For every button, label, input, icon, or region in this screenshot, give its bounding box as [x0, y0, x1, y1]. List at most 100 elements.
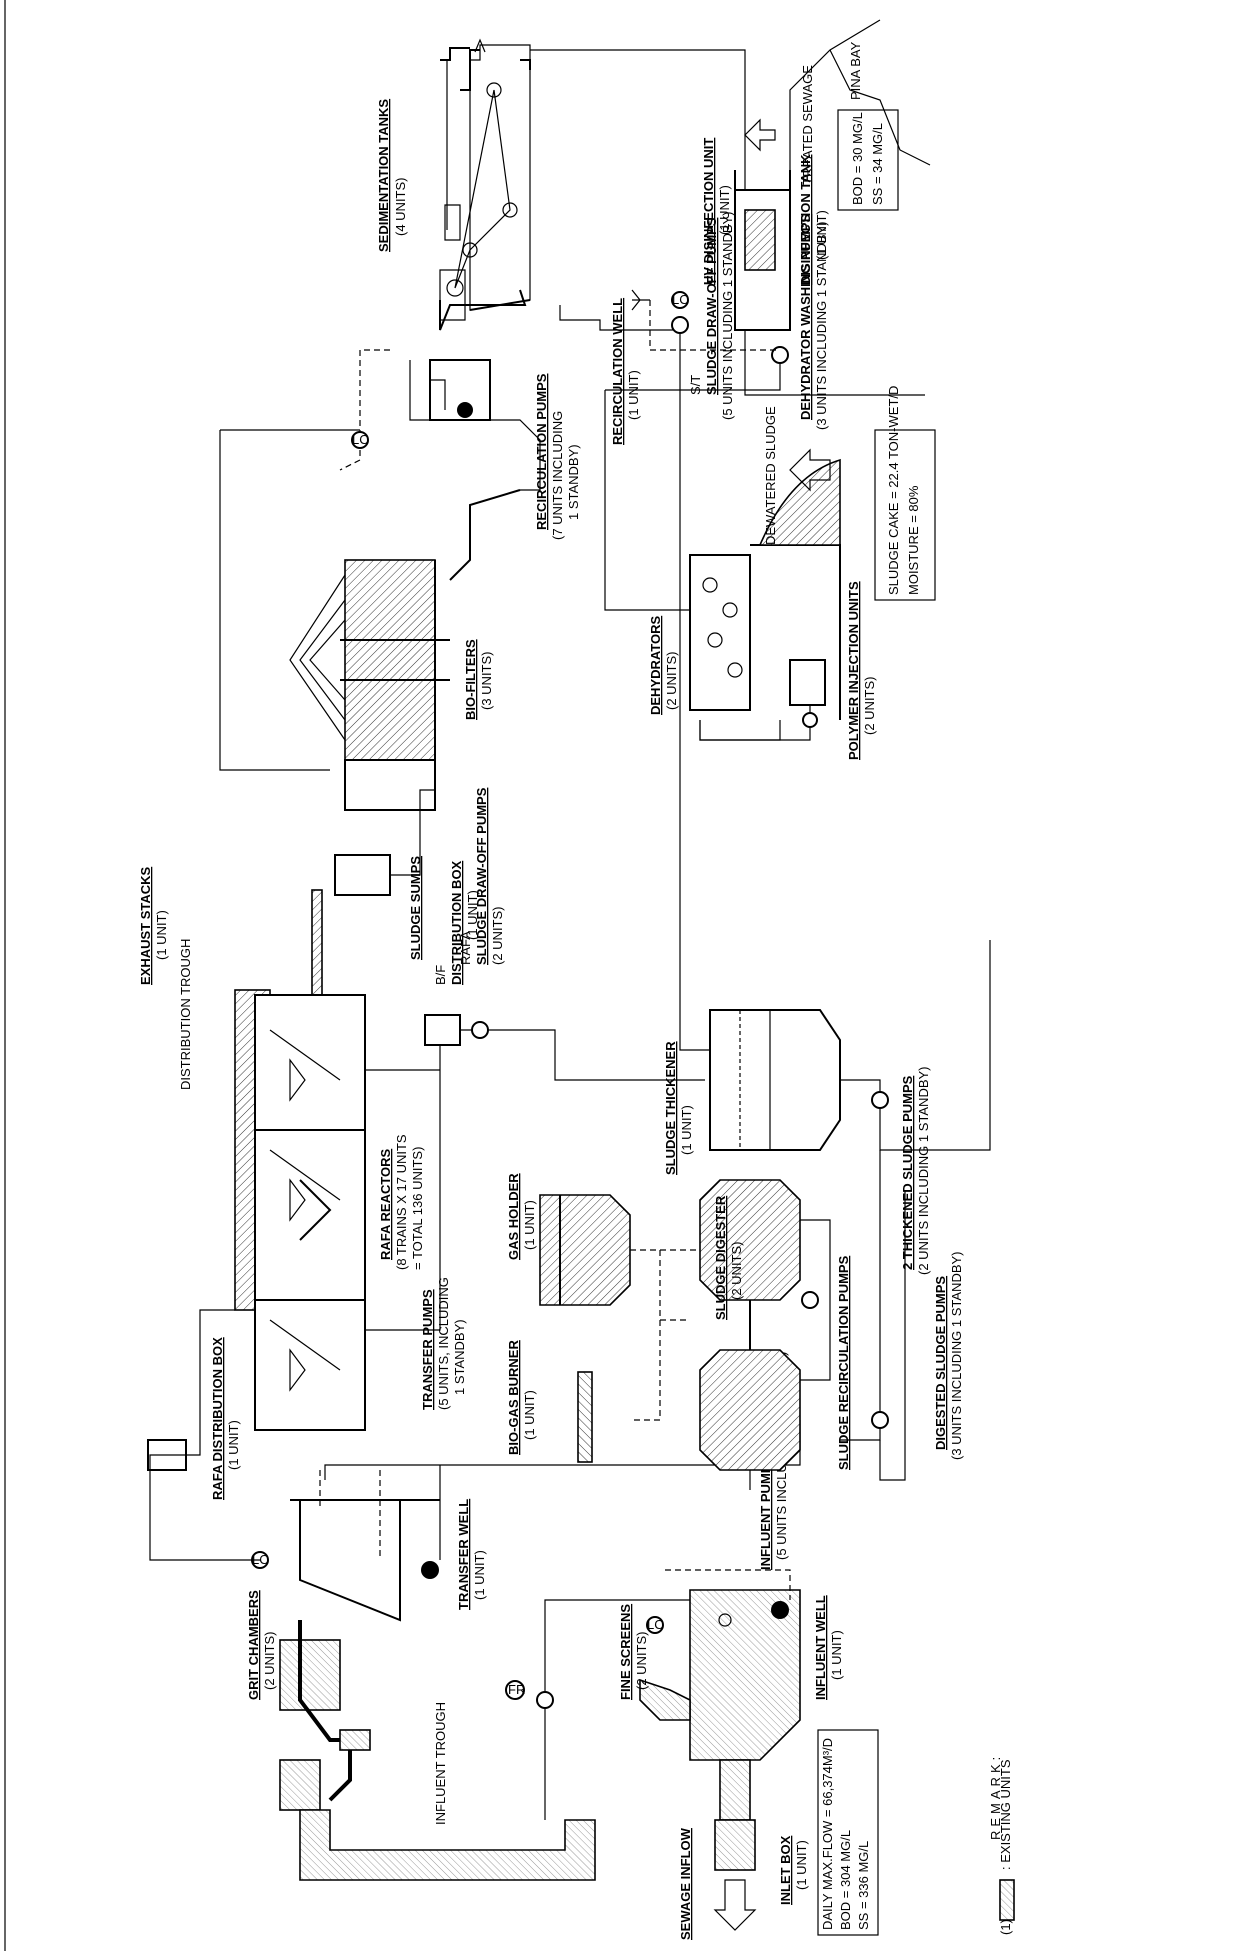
- bod-out-label: BOD = 30 MG/L: [850, 112, 865, 205]
- grit-chambers-units: (2 UNITS): [262, 1632, 277, 1691]
- sludge-cake-box: [875, 430, 935, 600]
- fr-tag: FR: [508, 1682, 525, 1697]
- st-sludge-pumps-units: (5 UNITS INCLUDING 1 STANDBY): [720, 211, 735, 420]
- fine-screens-units: (2 UNITS): [634, 1632, 649, 1691]
- inlet-box-body: [715, 1820, 755, 1870]
- bf-tag: B/F: [433, 965, 448, 985]
- gas-line: [630, 1250, 660, 1420]
- influent-trough-label: INFLUENT TROUGH: [433, 1702, 448, 1825]
- recirc-return-line: [220, 430, 360, 770]
- sedimentation-tanks-label: SEDIMENTATION TANKS: [376, 99, 391, 252]
- existing-units-swatch: [1000, 1880, 1014, 1920]
- thickened-pumps-label: 2 THICKENED SLUDGE PUMPS: [900, 1075, 915, 1270]
- uv-unit-label: UV DISINFECTION UNIT: [701, 138, 716, 285]
- transfer-pumps-units: (5 UNITS, INCLUDING: [436, 1277, 451, 1410]
- polymer-tank: [790, 660, 825, 705]
- recirculation-well: [410, 360, 540, 580]
- bf-distribution-box-label: DISTRIBUTION BOX: [449, 860, 464, 985]
- sludge-sump: [425, 1015, 460, 1045]
- thickened-pumps-units: (2 UNITS INCLUDING 1 STANDBY): [916, 1066, 931, 1275]
- influent-well: [690, 1590, 800, 1760]
- sludge-recirc-pump-symbol: [802, 1292, 818, 1308]
- bio-gas-burner-body: [578, 1372, 592, 1462]
- influent-well-label: INFLUENT WELL: [813, 1595, 828, 1700]
- bio-filters: [290, 560, 450, 810]
- sludge-digester-label: SLUDGE DIGESTER: [713, 1195, 728, 1320]
- gas-holder: [540, 1195, 630, 1305]
- polymer-units-units: (2 UNITS): [862, 677, 877, 736]
- sludge-recirc-pumps-label: SLUDGE RECIRCULATION PUMPS: [836, 1255, 851, 1470]
- transfer-pumps-units-2: 1 STANDBY): [452, 1319, 467, 1395]
- exhaust-stacks-units: (1 UNIT): [154, 910, 169, 960]
- grit-chambers-label: GRIT CHAMBERS: [246, 1590, 261, 1700]
- bod-in-label: BOD = 304 MG/L: [838, 1830, 853, 1930]
- bf-distribution-box: [335, 855, 390, 895]
- sewage-inflow-label: SEWAGE INFLOW: [678, 1827, 693, 1940]
- biogas-burner-units: (1 UNIT): [522, 1390, 537, 1440]
- remark-text: : EXISTING UNITS: [998, 1759, 1013, 1870]
- exhaust-stacks-label: EXHAUST STACKS: [138, 866, 153, 985]
- lc-uv-tag: LC: [672, 292, 689, 307]
- dehydrators-units: (2 UNITS): [664, 652, 679, 711]
- recirc-pumps-label: RECIRCULATION PUMPS: [534, 373, 549, 530]
- gas-holder-units: (1 UNIT): [522, 1200, 537, 1250]
- polymer-units-label: POLYMER INJECTION UNITS: [846, 581, 861, 760]
- rafa-distribution-box-units: (1 UNIT): [226, 1420, 241, 1470]
- pina-bay-label: PINA BAY: [848, 41, 863, 100]
- dehydrators: [690, 545, 840, 740]
- effluent-data-box: [838, 110, 898, 210]
- ss-in-label: SS = 336 MG/L: [856, 1841, 871, 1930]
- bio-filters-label: BIO-FILTERS: [463, 639, 478, 720]
- transfer-well-units: (1 UNIT): [472, 1550, 487, 1600]
- inlet-box-units: (1 UNIT): [794, 1840, 809, 1890]
- sludge-digester-units: (2 UNITS): [729, 1242, 744, 1301]
- fine-screens-label: FINE SCREENS: [618, 1604, 633, 1700]
- inlet-channel: [720, 1760, 750, 1820]
- remark-number: (1): [998, 1919, 1013, 1935]
- sedimentation-tanks-units: (4 UNITS): [393, 178, 408, 237]
- ss-out-label: SS = 34 MG/L: [870, 123, 885, 205]
- disinfection-tank-units: (1 UNIT): [814, 210, 829, 260]
- influent-pumps-label: INFLUENT PUMPS: [758, 1456, 773, 1570]
- grit-chambers: [280, 1620, 370, 1810]
- lc-influent-tag: LC: [647, 1617, 664, 1632]
- gas-holder-label: GAS HOLDER: [506, 1173, 521, 1260]
- rafa-sludge-pump-symbol: [472, 1022, 488, 1038]
- bio-filters-units: (3 UNITS): [479, 652, 494, 711]
- exhaust-stack: [312, 890, 322, 1000]
- sludge-sumps-label: SLUDGE SUMPS: [408, 856, 423, 960]
- lc-recirc-tag: LC: [352, 432, 369, 447]
- inflow-arrow-icon: [715, 1880, 755, 1930]
- treated-arrow-icon: [745, 120, 775, 150]
- valve-symbol: [632, 290, 650, 310]
- st-sludge-pump-symbol: [672, 317, 688, 333]
- treated-sewage-label: TREATED SEWAGE: [800, 65, 815, 185]
- rafa-sludge-pumps-label: SLUDGE DRAW-OFF PUMPS: [474, 787, 489, 965]
- biogas-burner-label: BIO-GAS BURNER: [506, 1340, 521, 1455]
- sedimentation-tank: [440, 40, 530, 330]
- thickened-sludge-line: [840, 940, 990, 1150]
- disinfection-tank: [735, 170, 790, 330]
- transfer-well-label: TRANSFER WELL: [456, 1499, 471, 1610]
- rafa-reactors-units-2: = TOTAL 136 UNITS): [410, 1147, 425, 1270]
- rafa-reactors-units: (8 TRAINS X 17 UNITS: [394, 1134, 409, 1270]
- digested-pumps-units: (3 UNITS INCLUDING 1 STANDBY): [949, 1251, 964, 1460]
- recirc-well-units: (1 UNIT): [626, 370, 641, 420]
- rafa-sludge-pumps-units: (2 UNITS): [490, 907, 505, 966]
- dehydrators-label: DEHYDRATORS: [648, 615, 663, 715]
- uv-unit-units: (1 UNIT): [717, 185, 732, 235]
- distribution-trough-label: DISTRIBUTION TROUGH: [178, 939, 193, 1090]
- digested-sludge-pump-symbol: [872, 1412, 888, 1428]
- sludge-thickener-label: SLUDGE THICKENER: [663, 1041, 678, 1175]
- thickener-feed: [555, 1065, 705, 1080]
- sludge-cake-label: SLUDGE CAKE = 22.4 TON-WET/D: [886, 386, 901, 595]
- recirc-pumps-units-2: 1 STANDBY): [566, 444, 581, 520]
- dewatered-sludge-label: DEWATERED SLUDGE: [763, 406, 778, 545]
- daily-flow-label: DAILY MAX.FLOW = 66,374M³/D: [820, 1738, 835, 1930]
- transfer-pumps-label: TRANSFER PUMPS: [420, 1289, 435, 1410]
- st-to-thickener: [680, 760, 710, 1050]
- thickened-sludge-pump-symbol: [872, 1092, 888, 1108]
- polymer-pump-symbol: [803, 713, 817, 727]
- moisture-label: MOISTURE = 80%: [906, 485, 921, 595]
